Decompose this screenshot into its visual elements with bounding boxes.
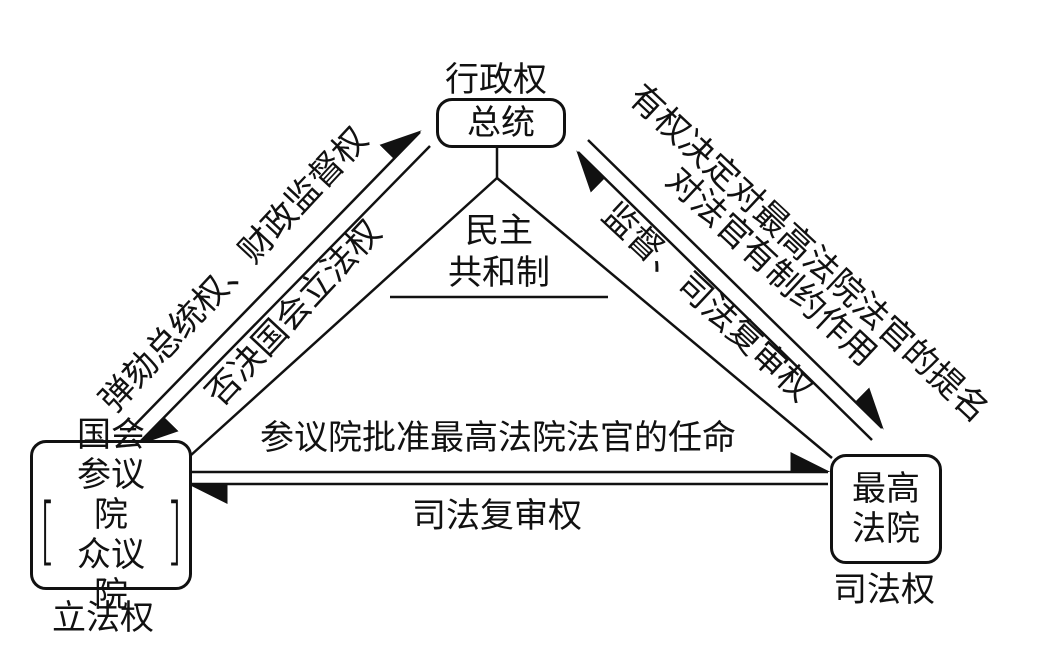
house-label: 众议院 — [77, 535, 145, 615]
arrow-legislative-to-executive — [127, 130, 422, 433]
center-line-2: 共和制 — [448, 253, 550, 293]
judicial-node: 最高 法院 — [830, 454, 942, 564]
arrow-executive-to-legislative — [136, 145, 431, 446]
executive-power-label: 行政权 — [445, 60, 547, 100]
center-line-1: 民主 — [465, 211, 533, 251]
senate-label: 参议院 — [77, 455, 145, 535]
executive-node: 总统 — [436, 98, 566, 148]
legislative-chambers: [ 参议院 众议院 ] — [33, 455, 189, 615]
right-bracket: ] — [166, 488, 183, 574]
center-label: 民主 共和制 — [440, 210, 558, 294]
relation-judicial-review-label: 司法复审权 — [412, 496, 582, 536]
triangle-edge-left — [189, 177, 498, 457]
arrow-judicial-to-executive — [576, 150, 873, 441]
judicial-body-line-2: 法院 — [852, 509, 920, 549]
legislative-node: 国会 [ 参议院 众议院 ] — [30, 415, 192, 615]
judicial-power-label: 司法权 — [833, 570, 935, 610]
triangle-edge-right — [496, 177, 833, 459]
legislative-power-label: 立法权 — [52, 598, 154, 638]
arrow-executive-to-judicial — [587, 139, 884, 430]
judicial-body-line-1: 最高 — [852, 469, 920, 509]
relation-senate-approval-label: 参议院批准最高法院法官的任命 — [260, 418, 736, 458]
legislative-body-label: 国会 — [77, 415, 145, 455]
left-bracket: [ — [39, 488, 56, 574]
executive-body-label: 总统 — [467, 103, 535, 143]
